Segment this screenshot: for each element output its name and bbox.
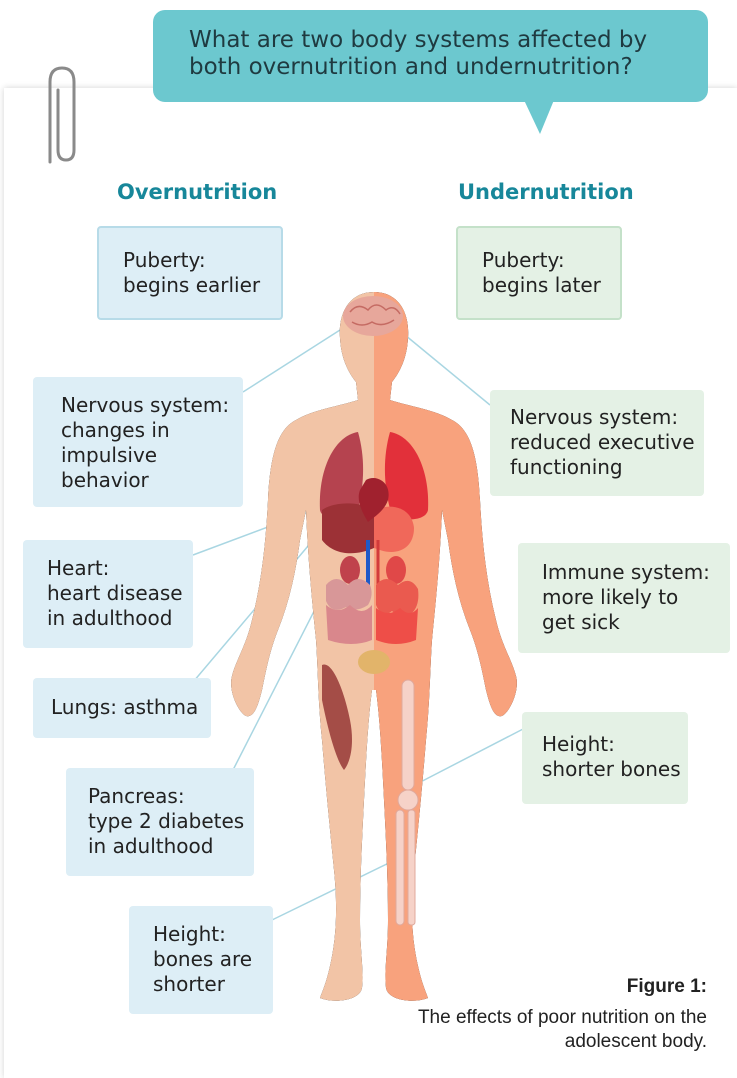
undernutrition-puberty-box: Puberty: begins later <box>456 226 622 320</box>
bubble-tail <box>524 100 554 134</box>
overnutrition-pancreas-box: Pancreas: type 2 diabetes in adulthood <box>66 768 254 876</box>
overnutrition-height-box: Height: bones are shorter <box>129 906 273 1014</box>
overnutrition-lungs-box: Lungs: asthma <box>33 678 211 738</box>
paperclip-icon <box>38 62 88 172</box>
undernutrition-immune-box: Immune system: more likely to get sick <box>518 543 730 653</box>
question-text: What are two body systems affected by bo… <box>189 27 647 80</box>
undernutrition-height-box: Height: shorter bones <box>522 712 688 804</box>
question-bubble: What are two body systems affected by bo… <box>153 10 708 102</box>
overnutrition-nervous-box: Nervous system: changes in impulsive beh… <box>33 377 243 507</box>
overnutrition-puberty-box: Puberty: begins earlier <box>97 226 283 320</box>
overnutrition-heart-box: Heart: heart disease in adulthood <box>23 540 193 648</box>
undernutrition-nervous-box: Nervous system: reduced executive functi… <box>490 390 704 496</box>
